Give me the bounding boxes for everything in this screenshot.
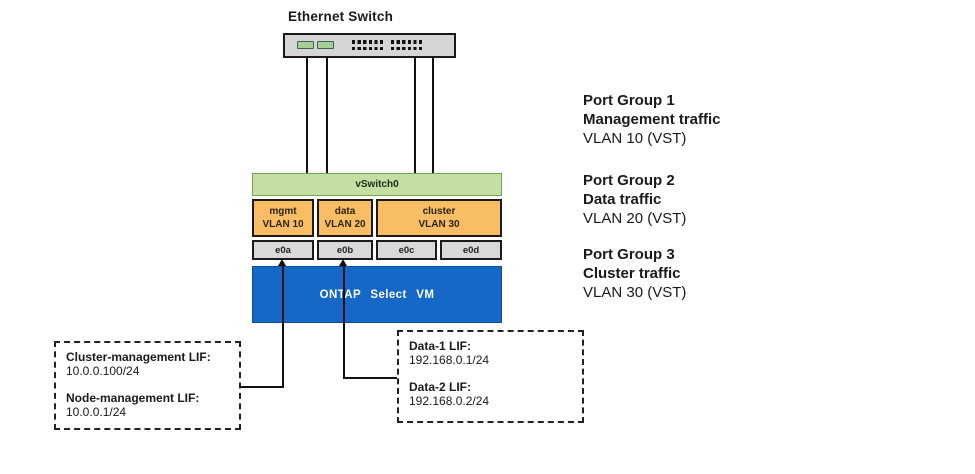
- uplink-cable-4: [432, 57, 434, 174]
- legend3-vlan: VLAN 30 (VST): [583, 284, 687, 301]
- switch-uplink-port-icon: [297, 41, 314, 49]
- portgroup-box-cluster: cluster VLAN 30: [376, 199, 502, 237]
- legend2-vlan: VLAN 20 (VST): [583, 210, 687, 227]
- switch-uplink-port-icon: [317, 41, 334, 49]
- cluster-mgmt-lif-label: Cluster-management LIF:: [66, 350, 211, 364]
- port-box-e0b: e0b: [317, 240, 373, 260]
- legend3-title: Port Group 3: [583, 246, 675, 263]
- switch-port-bank-icon: [391, 40, 424, 50]
- arrow-up-icon: [339, 259, 347, 266]
- portgroup-cluster-vlan: VLAN 30: [418, 219, 460, 230]
- ontap-select-vm-label: ONTAP Select VM: [319, 288, 435, 301]
- legend2-traffic: Data traffic: [583, 191, 662, 208]
- portgroup-mgmt-vlan: VLAN 10: [262, 219, 304, 230]
- data2-lif-label: Data-2 LIF:: [409, 380, 472, 394]
- connector-line-data: [343, 265, 345, 379]
- uplink-cable-2: [326, 57, 328, 174]
- ethernet-switch-label: Ethernet Switch: [288, 9, 394, 24]
- port-box-e0c: e0c: [376, 240, 437, 260]
- portgroup-mgmt-name: mgmt: [269, 206, 297, 217]
- management-lif-callout: Cluster-management LIF: 10.0.0.100/24 No…: [54, 341, 241, 430]
- data1-lif-label: Data-1 LIF:: [409, 339, 472, 353]
- node-mgmt-lif-value: 10.0.0.1/24: [66, 405, 127, 419]
- vswitch0-bar: vSwitch0: [252, 173, 502, 196]
- port-box-e0a: e0a: [252, 240, 314, 260]
- legend1-traffic: Management traffic: [583, 111, 721, 128]
- legend1-vlan: VLAN 10 (VST): [583, 130, 687, 147]
- legend-port-group-3: Port Group 3 Cluster traffic VLAN 30 (VS…: [583, 245, 813, 302]
- portgroup-data-name: data: [334, 206, 356, 217]
- ethernet-switch: [283, 33, 456, 58]
- legend-port-group-2: Port Group 2 Data traffic VLAN 20 (VST): [583, 171, 813, 228]
- port-label-e0b: e0b: [336, 244, 354, 256]
- connector-line-mgmt-horizontal: [240, 386, 284, 388]
- port-label-e0a: e0a: [275, 244, 291, 256]
- legend3-traffic: Cluster traffic: [583, 265, 681, 282]
- switch-port-bank-icon: [352, 40, 385, 50]
- data-lif-callout: Data-1 LIF: 192.168.0.1/24 Data-2 LIF: 1…: [397, 330, 584, 423]
- legend1-title: Port Group 1: [583, 92, 675, 109]
- port-box-e0d: e0d: [440, 240, 502, 260]
- uplink-cable-3: [414, 57, 416, 174]
- data1-lif-value: 192.168.0.1/24: [409, 353, 490, 367]
- connector-line-mgmt: [282, 265, 284, 388]
- port-label-e0d: e0d: [462, 244, 480, 256]
- cluster-mgmt-lif-value: 10.0.0.100/24: [66, 364, 140, 378]
- legend-port-group-1: Port Group 1 Management traffic VLAN 10 …: [583, 91, 813, 148]
- data2-lif-value: 192.168.0.2/24: [409, 394, 490, 408]
- portgroup-cluster-name: cluster: [422, 206, 456, 217]
- port-label-e0c: e0c: [398, 244, 415, 256]
- connector-line-data-horizontal: [343, 377, 397, 379]
- legend2-title: Port Group 2: [583, 172, 675, 189]
- portgroup-data-vlan: VLAN 20: [324, 219, 366, 230]
- node-mgmt-lif-label: Node-management LIF:: [66, 391, 200, 405]
- portgroup-box-mgmt: mgmt VLAN 10: [252, 199, 314, 237]
- arrow-up-icon: [278, 259, 286, 266]
- ontap-select-vm-box: ONTAP Select VM: [252, 266, 502, 323]
- portgroup-box-data: data VLAN 20: [317, 199, 373, 237]
- vswitch0-label: vSwitch0: [355, 179, 399, 190]
- uplink-cable-1: [306, 57, 308, 174]
